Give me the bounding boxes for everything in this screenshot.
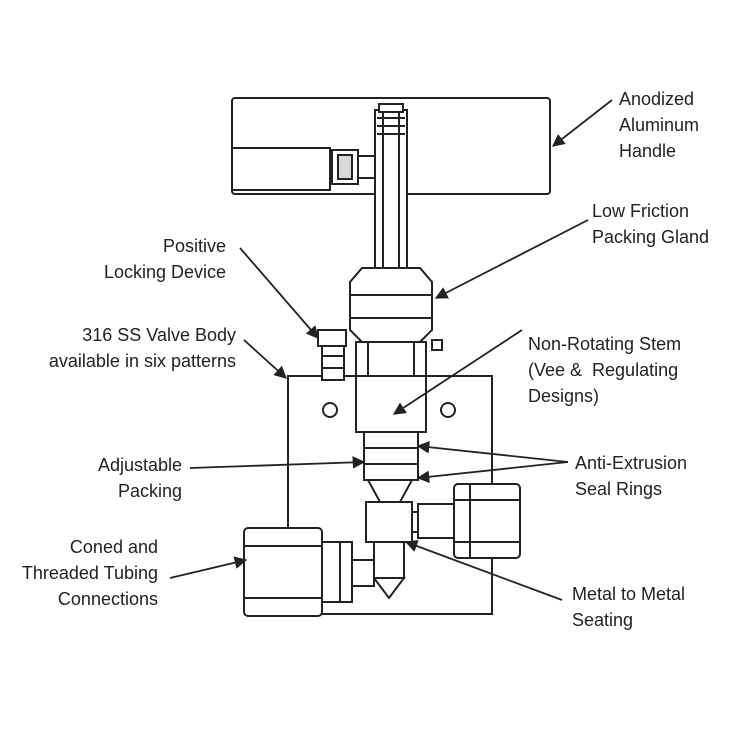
left-connection-part — [243, 527, 375, 617]
leader-locking-device — [239, 247, 319, 339]
leader-handle — [552, 99, 613, 147]
label-packing-gland: Low Friction Packing Gland — [592, 201, 710, 247]
label-handle: Anodized Aluminum Handle — [619, 89, 700, 161]
leader-lines — [169, 99, 613, 601]
leader-packing-gland — [434, 219, 589, 299]
label-adjustable-packing: Adjustable Packing — [97, 455, 182, 501]
label-stem: Non-Rotating Stem (Vee & Regulating Desi… — [528, 334, 682, 406]
leader-adjustable-packing — [189, 456, 366, 469]
leader-stem — [392, 329, 523, 415]
label-locking-device: Positive Locking Device — [103, 236, 226, 282]
leader-seal-ring-upper — [416, 440, 569, 463]
leader-valve-body — [243, 339, 287, 379]
seat-part — [365, 479, 420, 600]
leader-tubing-connections — [169, 556, 248, 579]
label-valve-body: 316 SS Valve Body available in six patte… — [48, 325, 236, 371]
right-connection-part — [417, 483, 521, 559]
leader-seating — [404, 540, 563, 601]
label-seal-rings: Anti-Extrusion Seal Rings — [575, 453, 688, 499]
label-tubing-connections: Coned and Threaded Tubing Connections — [21, 537, 158, 609]
leader-seal-ring-lower — [416, 461, 569, 484]
label-seating: Metal to Metal Seating — [572, 584, 686, 630]
